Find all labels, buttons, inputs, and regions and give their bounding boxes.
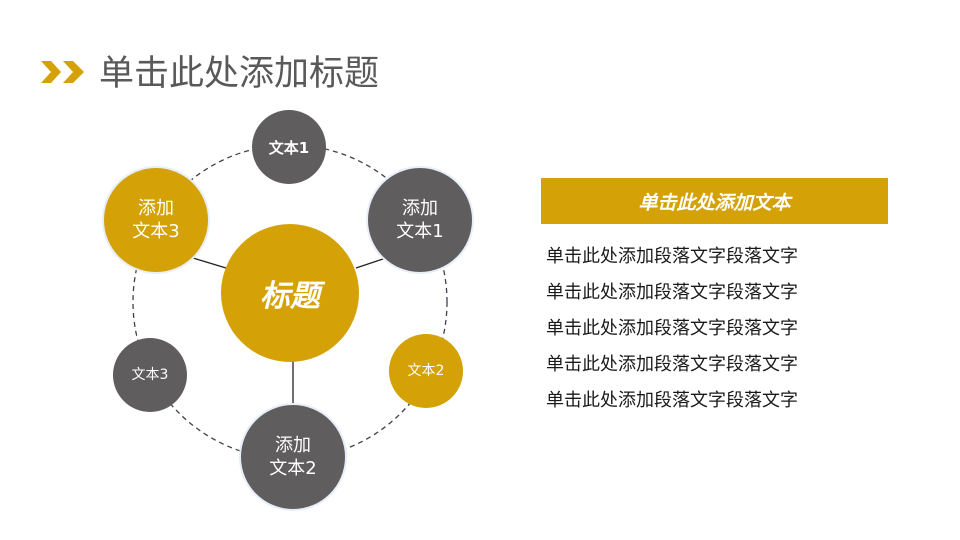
- node-bottom[interactable]: 添加 文本2: [241, 405, 345, 509]
- node-lower-right[interactable]: 文本2: [389, 334, 463, 408]
- text-panel-header[interactable]: 单击此处添加文本: [541, 178, 888, 224]
- center-node[interactable]: 标题: [221, 224, 359, 362]
- node-top[interactable]: 文本1: [252, 110, 326, 184]
- node-lower-left[interactable]: 文本3: [113, 338, 187, 412]
- paragraph-line: 单击此处添加段落文字段落文字: [546, 354, 798, 375]
- node-label: 添加 文本1: [396, 198, 444, 242]
- node-upper-left[interactable]: 添加 文本3: [104, 168, 208, 272]
- node-label: 文本2: [407, 363, 445, 379]
- node-label: 文本3: [131, 367, 169, 383]
- node-label: 添加 文本3: [132, 198, 180, 242]
- center-node-label: 标题: [260, 279, 320, 314]
- node-upper-right[interactable]: 添加 文本1: [368, 168, 472, 272]
- paragraph-line: 单击此处添加段落文字段落文字: [546, 246, 798, 267]
- paragraph-line: 单击此处添加段落文字段落文字: [546, 282, 798, 303]
- connector-line: [192, 257, 227, 269]
- paragraph-line: 单击此处添加段落文字段落文字: [546, 390, 798, 411]
- text-panel-body[interactable]: 单击此处添加段落文字段落文字 单击此处添加段落文字段落文字 单击此处添加段落文字…: [546, 239, 798, 419]
- double-chevron-right-icon: [41, 61, 84, 83]
- slide-title[interactable]: 单击此处添加标题: [99, 54, 380, 94]
- node-label: 添加 文本2: [269, 435, 317, 479]
- connector-line: [355, 257, 387, 269]
- text-panel-header-label: 单击此处添加文本: [638, 191, 791, 214]
- paragraph-line: 单击此处添加段落文字段落文字: [546, 318, 798, 339]
- node-label: 文本1: [268, 138, 310, 157]
